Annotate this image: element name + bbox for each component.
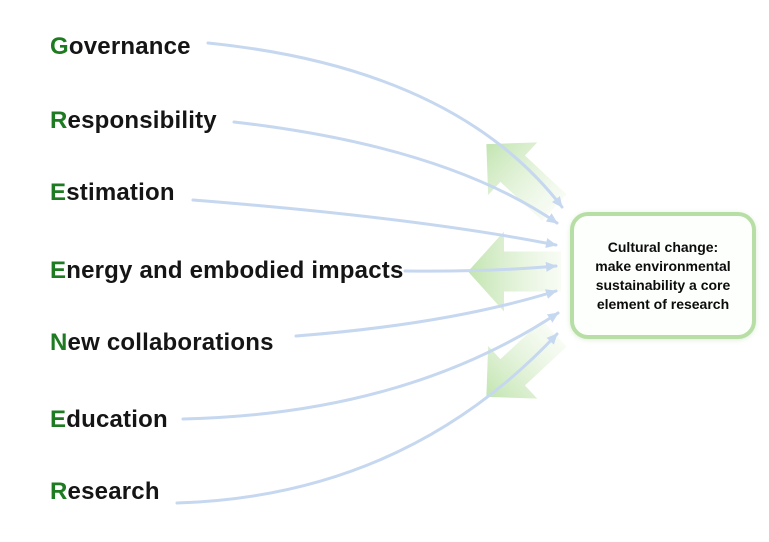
principle-rest: stimation [66, 179, 175, 206]
principle-initial: E [50, 179, 67, 206]
left-block-arrow-icon [464, 224, 564, 319]
principle-initial: R [50, 107, 68, 134]
thin-curved-arrow-icon [175, 332, 559, 505]
principle-rest: ew collaborations [67, 329, 274, 356]
cultural-change-line: Cultural change: [607, 238, 719, 255]
up-left-block-arrow-icon [451, 107, 589, 245]
principle-research: Research [50, 476, 160, 508]
principle-rest: nergy and embodied impacts [66, 257, 404, 284]
thin-curved-arrow-icon [206, 41, 564, 209]
principle-new-collaborations: New collaborations [50, 327, 274, 359]
principle-rest: ducation [66, 406, 168, 433]
thin-curved-arrow-icon [403, 261, 558, 273]
thin-curved-arrow-icon [294, 289, 558, 338]
principle-initial: E [50, 406, 67, 433]
thin-curved-arrow-icon [232, 120, 559, 225]
principle-rest: esearch [67, 478, 160, 505]
principle-initial: R [50, 478, 68, 505]
principle-education: Education [50, 404, 168, 436]
principle-initial: G [50, 33, 69, 60]
principle-rest: overnance [68, 33, 191, 60]
cultural-change-line: sustainability a core [595, 276, 731, 293]
principle-initial: N [50, 329, 68, 356]
cultural-change-line: element of research [596, 295, 730, 312]
cultural-change-box: Cultural change: make environmental sust… [570, 212, 756, 339]
principle-governance: Governance [50, 31, 191, 63]
cultural-change-line: make environmental [595, 257, 731, 274]
principle-rest: esponsibility [67, 107, 217, 134]
principle-responsibility: Responsibility [50, 105, 217, 137]
thin-curved-arrow-icon [181, 311, 560, 421]
principle-energy-and-embodied-impacts: Energy and embodied impacts [50, 255, 404, 287]
principle-estimation: Estimation [50, 177, 175, 209]
thin-curved-arrow-icon [191, 198, 558, 248]
principle-initial: E [50, 257, 67, 284]
